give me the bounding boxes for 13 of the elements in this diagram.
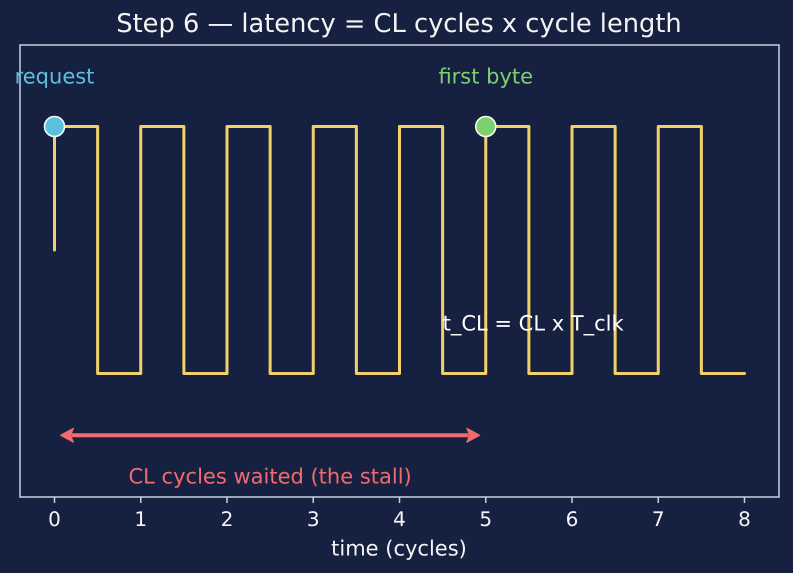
tick-label: 2 — [220, 509, 234, 529]
tick-label: 1 — [134, 509, 148, 529]
axis-label: time (cycles) — [331, 538, 467, 560]
tick-label: 0 — [48, 509, 61, 529]
tick-label: 7 — [652, 509, 665, 529]
tick-label: 6 — [566, 509, 578, 529]
annotation-text: CL cycles waited (the stall) — [128, 466, 412, 488]
tick-label: 4 — [393, 509, 406, 529]
annotation-text: first byte — [438, 66, 534, 88]
tick-label: 3 — [306, 509, 320, 529]
chart-title: Step 6 — latency = CL cycles x cycle length — [116, 12, 682, 38]
tick-label: 8 — [738, 509, 751, 529]
tick-label: 5 — [479, 509, 492, 529]
